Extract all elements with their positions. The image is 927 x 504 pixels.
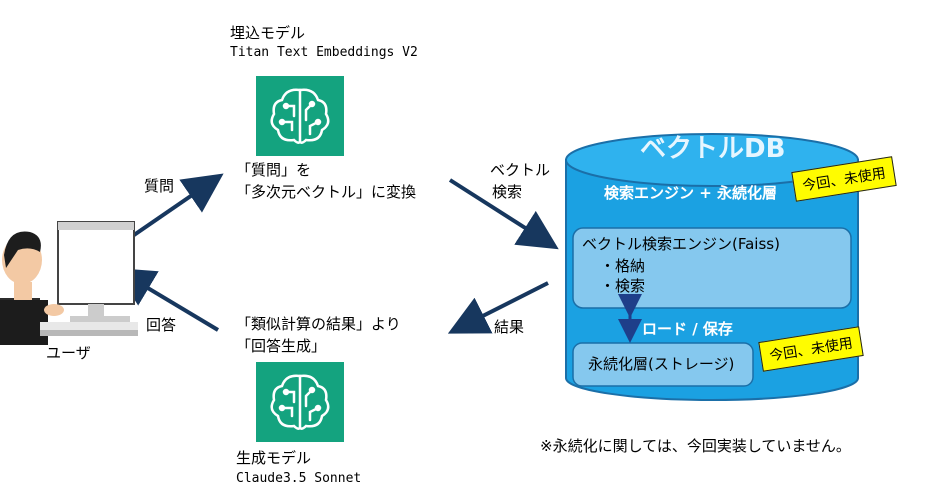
load-save-label: ロード / 保存: [642, 320, 733, 338]
embed-desc-line2: 「多次元ベクトル」に変換: [236, 183, 417, 201]
vector-search-label-line2: 検索: [492, 183, 523, 201]
vector-search-label-line1: ベクトル: [490, 161, 551, 179]
question-label: 質問: [144, 177, 175, 195]
brain-circuit-icon: [270, 88, 330, 144]
embed-model-icon-box: [256, 76, 344, 156]
embed-model-title: 埋込モデル: [230, 24, 306, 42]
vectordb-title: ベクトルDB: [640, 134, 786, 164]
engine-item-search: ・検索: [600, 277, 646, 295]
result-arrow: [447, 281, 549, 334]
answer-label: 回答: [146, 316, 177, 334]
gen-model-name: Claude3.5 Sonnet: [236, 471, 362, 486]
answer-arrow: [114, 267, 220, 332]
engine-item-store: ・格納: [600, 257, 646, 275]
gen-desc-line2: 「回答生成」: [236, 337, 327, 355]
storage-label: 永続化層(ストレージ): [588, 355, 735, 373]
gen-desc-line1: 「類似計算の結果」より: [236, 315, 401, 333]
embed-model-name: Titan Text Embeddings V2: [230, 45, 418, 60]
result-label: 結果: [494, 318, 525, 336]
embed-desc-line1: 「質問」を: [236, 161, 312, 179]
engine-title: ベクトル検索エンジン(Faiss): [582, 235, 780, 253]
vector-search-arrow: [448, 178, 559, 250]
gen-model-icon-box: [256, 362, 344, 442]
user-at-computer-icon: [0, 221, 138, 345]
vectordb-subtitle: 検索エンジン + 永続化層: [604, 184, 778, 202]
footnote: ※永続化に関しては、今回実装していません。: [540, 437, 851, 455]
gen-model-title: 生成モデル: [236, 449, 312, 467]
brain-circuit-icon: [270, 374, 330, 430]
storage-box: [572, 342, 754, 387]
search-engine-box: [572, 227, 852, 309]
user-label: ユーザ: [46, 344, 91, 362]
